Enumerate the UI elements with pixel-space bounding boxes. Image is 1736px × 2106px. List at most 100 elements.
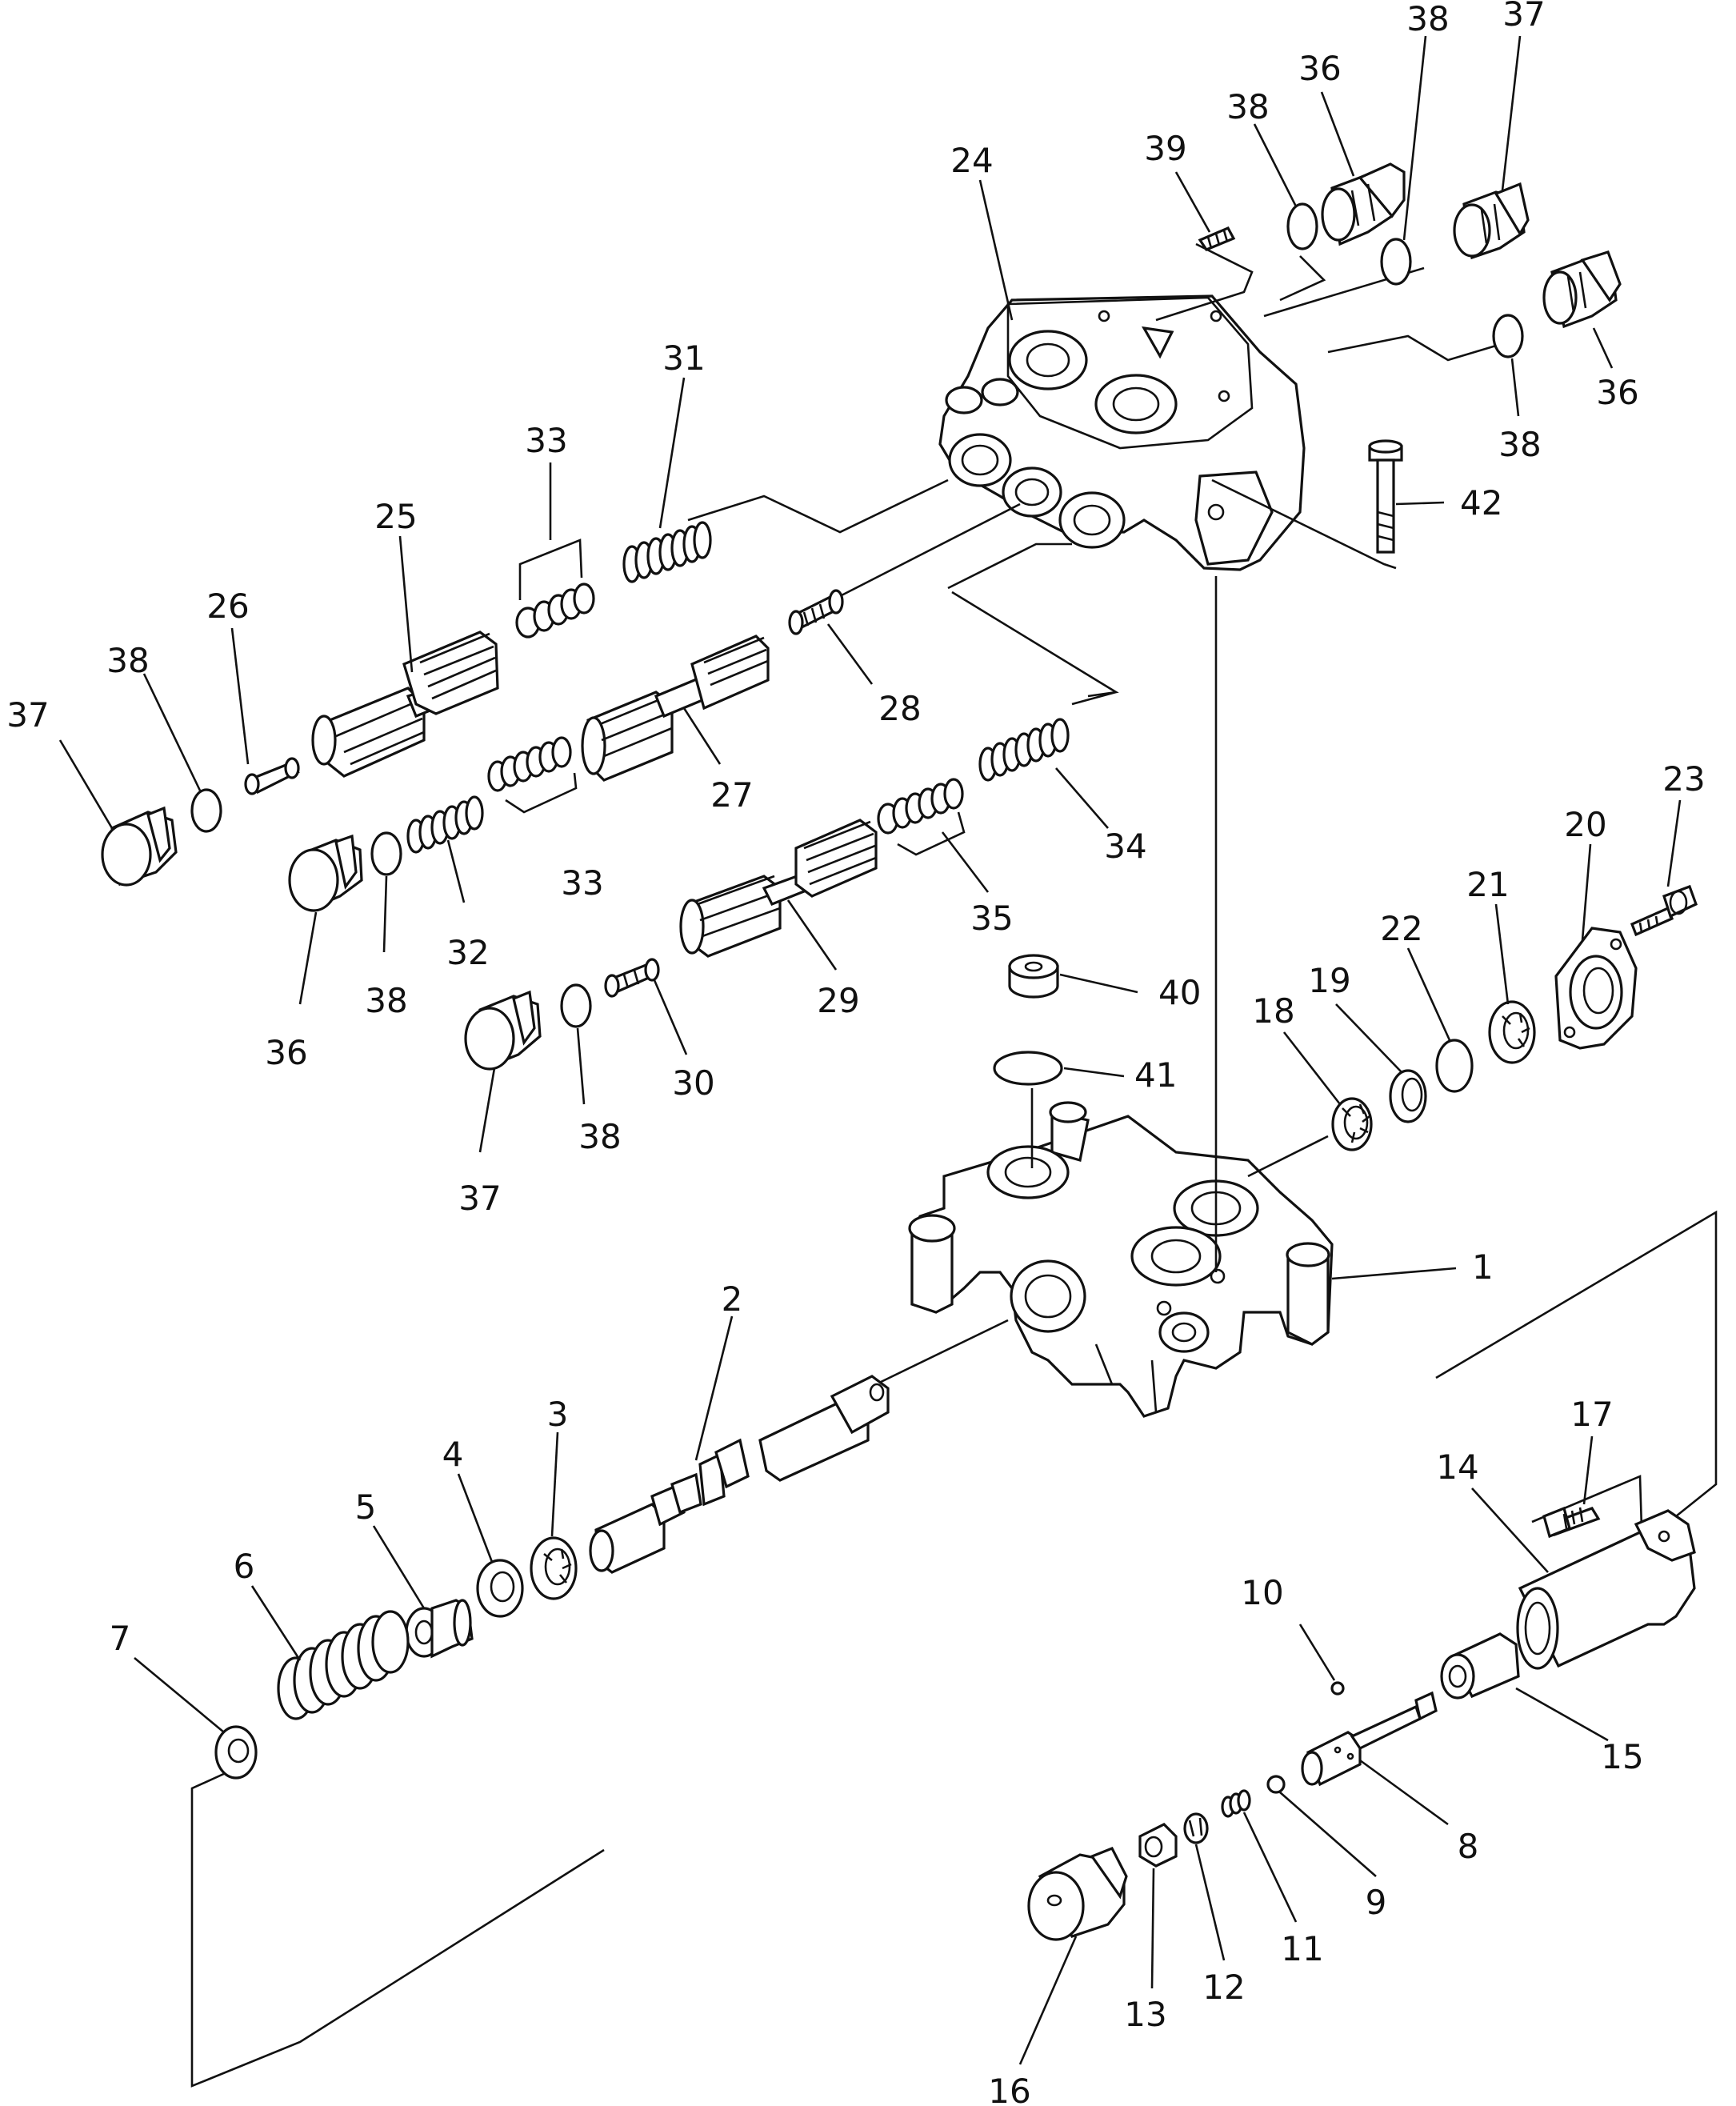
row-3-parts: [464, 718, 1070, 1071]
callout-7: 7: [110, 1619, 131, 1658]
callout-41: 41: [1134, 1055, 1177, 1095]
callout-labels: 1 2 3 4 5 6 7 8 9 10 11 12 13 14 15 16 1…: [6, 0, 1705, 2106]
sleeve-15: [1440, 1632, 1520, 1700]
part-3: [530, 1536, 578, 1600]
callout-22: 22: [1380, 909, 1422, 948]
callout-33b: 33: [561, 863, 603, 903]
lower-right-parts: [1027, 1506, 1696, 1941]
plug-16: [1027, 1846, 1128, 1941]
spring-32: [406, 795, 484, 854]
part-18: [1331, 1097, 1373, 1151]
callout-18: 18: [1252, 991, 1294, 1031]
callout-37-top: 37: [1502, 0, 1545, 34]
callout-24: 24: [950, 141, 993, 180]
callout-13: 13: [1124, 1995, 1166, 2034]
callout-38-top2: 38: [1406, 0, 1449, 38]
shims-33-lower: [487, 736, 578, 814]
callout-40: 40: [1158, 973, 1201, 1012]
callout-38-right: 38: [1498, 425, 1541, 464]
callout-23: 23: [1662, 759, 1705, 799]
part-21: [1488, 1000, 1536, 1064]
parts-40-41: [993, 954, 1063, 1086]
plug-37-top: [1453, 182, 1530, 260]
callout-38: 38: [106, 641, 149, 680]
lower-left-parts: [214, 1375, 890, 1780]
solenoid-14: [1516, 1509, 1696, 1670]
lower-valve-body-1: [908, 1101, 1334, 1418]
plug-36-right: [1542, 250, 1622, 329]
spool-29: [679, 819, 878, 958]
row-2-parts: [288, 589, 844, 912]
right-side-parts: [1331, 884, 1698, 1151]
o-ring-22: [1435, 1039, 1474, 1093]
callout-37: 37: [6, 695, 49, 735]
callout-1: 1: [1472, 1247, 1494, 1287]
upper-valve-body-24: [938, 294, 1306, 571]
callout-9: 9: [1366, 1883, 1387, 1922]
callout-36-top: 36: [1298, 49, 1341, 88]
part-12: [1183, 1812, 1209, 1844]
washer-19: [1389, 1069, 1427, 1123]
o-ring-38-row2: [370, 831, 402, 876]
callout-29: 29: [817, 981, 859, 1020]
plug-36-top: [1321, 162, 1406, 246]
callout-31: 31: [662, 338, 705, 378]
callout-27: 27: [710, 775, 753, 815]
spool-27: [581, 635, 770, 782]
shims-35: [877, 778, 966, 856]
callout-3: 3: [547, 1395, 569, 1434]
spool-2: [589, 1375, 890, 1574]
callout-5: 5: [355, 1487, 377, 1527]
callout-6: 6: [234, 1547, 255, 1586]
callout-38-row2: 38: [365, 981, 407, 1020]
retainer-7: [214, 1725, 258, 1780]
washer-4: [476, 1559, 524, 1618]
plug-37-row3: [464, 990, 542, 1071]
callout-leaders: [58, 35, 1682, 2065]
o-ring-38-right: [1492, 314, 1524, 358]
callout-30: 30: [672, 1063, 714, 1103]
callout-10: 10: [1241, 1573, 1283, 1612]
callout-12: 12: [1202, 1968, 1245, 2007]
bolt-23: [1630, 884, 1698, 937]
callout-11: 11: [1281, 1929, 1323, 1968]
o-ring-38-top2: [1380, 238, 1412, 286]
callout-26: 26: [206, 587, 249, 626]
pin-26: [244, 757, 300, 795]
pin-30: [604, 958, 660, 998]
callout-25: 25: [374, 497, 417, 536]
callout-38-top1: 38: [1226, 87, 1269, 126]
callout-38-row3: 38: [578, 1117, 621, 1156]
o-ring-38-row3: [560, 983, 592, 1028]
top-right-plugs: [1198, 162, 1622, 358]
spool-25: [311, 631, 499, 778]
plunger-8: [1301, 1691, 1438, 1787]
o-ring-38-row1: [190, 788, 222, 833]
callout-2: 2: [722, 1279, 743, 1319]
bolt-42: [1368, 439, 1403, 554]
callout-28: 28: [878, 689, 921, 728]
callout-4: 4: [442, 1435, 464, 1474]
spring-31: [622, 521, 712, 583]
callout-17: 17: [1570, 1395, 1613, 1434]
nut-13: [1138, 1823, 1178, 1868]
shims-33-upper: [515, 539, 595, 639]
pin-28: [788, 589, 844, 635]
callout-21: 21: [1466, 865, 1509, 904]
callout-39: 39: [1144, 129, 1186, 168]
callout-35: 35: [970, 899, 1013, 938]
set-screw-39: [1198, 226, 1236, 251]
callout-15: 15: [1601, 1737, 1643, 1776]
flange-20: [1554, 927, 1638, 1050]
callout-8: 8: [1458, 1827, 1479, 1866]
screw-17: [1542, 1506, 1601, 1539]
callout-34: 34: [1104, 827, 1146, 866]
callout-19: 19: [1308, 961, 1350, 1000]
callout-37-row3: 37: [458, 1179, 501, 1218]
ball-10: [1330, 1681, 1345, 1696]
callout-33: 33: [525, 421, 567, 460]
callout-36: 36: [265, 1033, 307, 1072]
o-ring-38-top1: [1286, 202, 1318, 250]
row-1-parts: [101, 521, 712, 887]
